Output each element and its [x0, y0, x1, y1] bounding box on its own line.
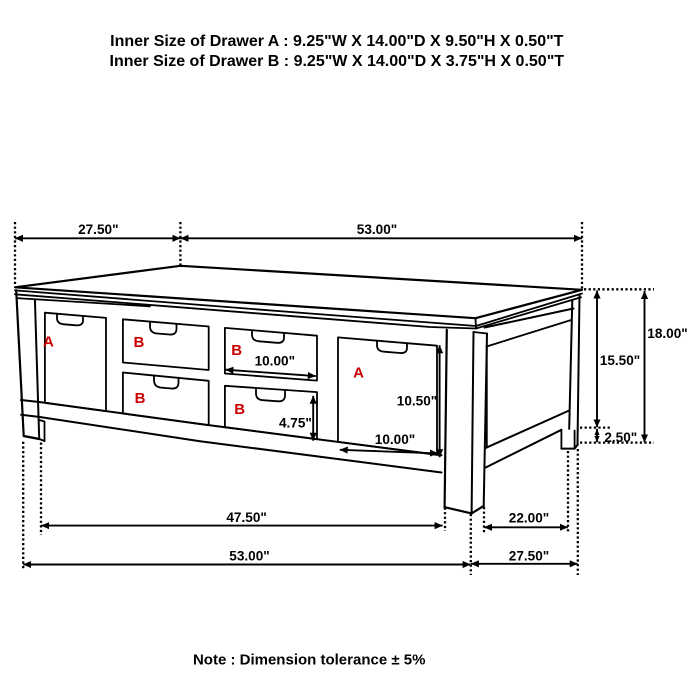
svg-text:15.50": 15.50": [600, 353, 640, 368]
svg-text:53.00": 53.00": [357, 222, 397, 237]
svg-text:B: B: [234, 401, 245, 418]
svg-text:2.50": 2.50": [604, 430, 637, 445]
svg-text:10.00": 10.00": [375, 432, 415, 447]
svg-text:47.50": 47.50": [226, 510, 266, 525]
svg-text:A: A: [43, 333, 54, 350]
svg-text:B: B: [133, 334, 144, 351]
svg-text:22.00": 22.00": [509, 511, 549, 526]
svg-text:B: B: [135, 390, 146, 407]
svg-text:Note : Dimension tolerance ± 5: Note : Dimension tolerance ± 5%: [193, 652, 425, 669]
svg-text:18.00": 18.00": [647, 326, 687, 341]
svg-text:27.50": 27.50": [78, 222, 118, 237]
svg-text:10.00": 10.00": [255, 353, 295, 368]
svg-text:53.00": 53.00": [229, 548, 269, 563]
svg-text:Inner Size of Drawer B : 9.25": Inner Size of Drawer B : 9.25"W X 14.00"…: [110, 53, 565, 70]
svg-text:A: A: [353, 365, 364, 382]
svg-text:B: B: [231, 342, 242, 359]
svg-text:Inner Size of Drawer A : 9.25": Inner Size of Drawer A : 9.25"W X 14.00"…: [110, 33, 564, 50]
svg-text:27.50": 27.50": [509, 548, 549, 563]
svg-text:4.75": 4.75": [279, 416, 312, 431]
svg-text:10.50": 10.50": [397, 394, 437, 409]
